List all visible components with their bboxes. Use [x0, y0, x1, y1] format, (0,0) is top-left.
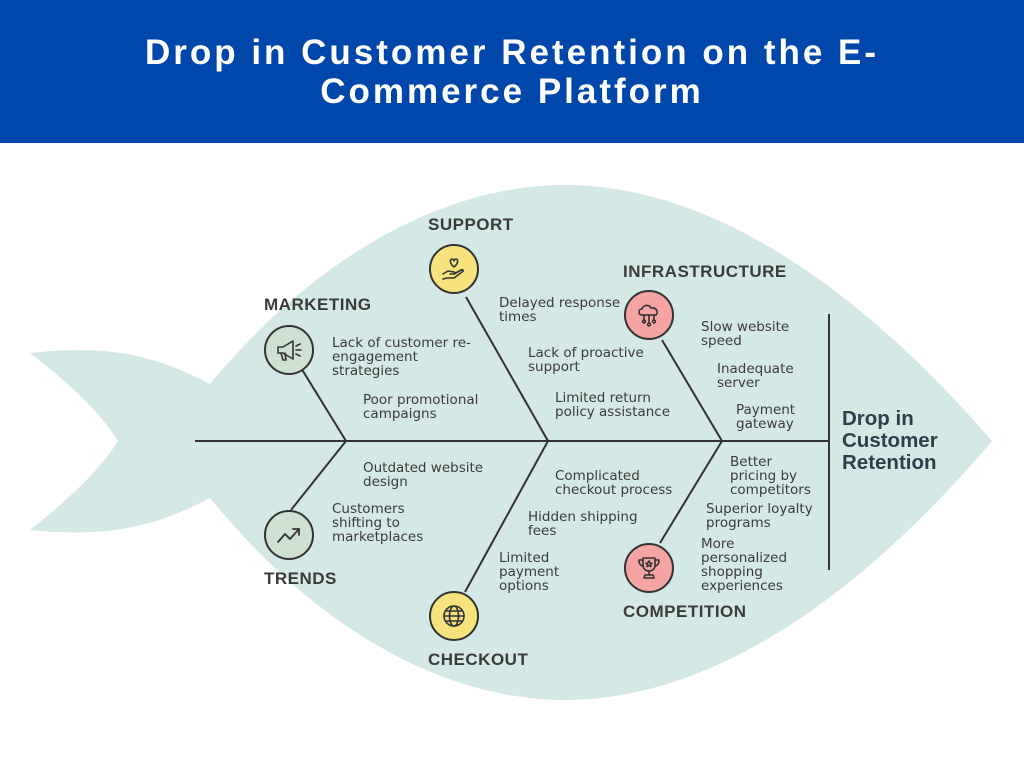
trophy-icon	[624, 543, 674, 593]
cause-checkout-1: Complicated checkout process	[555, 468, 673, 498]
category-competition: COMPETITION	[623, 602, 747, 621]
category-support: SUPPORT	[428, 215, 514, 234]
cause-marketing-2: Poor promotional campaigns	[363, 392, 479, 422]
category-checkout: CHECKOUT	[428, 650, 529, 669]
heart-hand-icon	[429, 244, 479, 294]
bone-competition	[659, 440, 723, 544]
bone-trends	[290, 440, 347, 511]
effect-label: Drop in Customer Retention	[842, 407, 938, 474]
cause-support-2: Lack of proactive support	[528, 345, 644, 375]
cloud-network-icon	[624, 290, 674, 340]
category-marketing: MARKETING	[264, 295, 372, 314]
cause-support-3: Limited return policy assistance	[555, 390, 671, 420]
cause-infrastructure-2: Inadequate server	[717, 361, 794, 391]
cause-checkout-2: Hidden shipping fees	[528, 509, 638, 539]
page-title: Drop in Customer Retention on the E-Comm…	[144, 32, 880, 111]
cause-competition-2: Superior loyalty programs	[706, 501, 813, 531]
cause-trends-2: Customers shifting to marketplaces	[332, 501, 424, 545]
trend-up-icon	[264, 510, 314, 560]
bone-support	[465, 296, 549, 442]
cause-infrastructure-1: Slow website speed	[701, 319, 790, 349]
bone-infrastructure	[661, 339, 723, 442]
cause-checkout-3: Limited payment options	[499, 550, 560, 594]
fish-body	[30, 185, 992, 700]
cause-support-1: Delayed response times	[499, 295, 621, 325]
cause-competition-1: Better pricing by competitors	[730, 454, 811, 498]
cause-marketing-1: Lack of customer re-engagement strategie…	[332, 335, 471, 379]
globe-icon	[429, 591, 479, 641]
category-infrastructure: INFRASTRUCTURE	[623, 262, 787, 281]
category-trends: TRENDS	[264, 569, 337, 588]
cause-trends-1: Outdated website design	[363, 460, 484, 490]
bone-checkout	[464, 440, 549, 593]
header-banner: Drop in Customer Retention on the E-Comm…	[0, 0, 1024, 143]
cause-competition-3: More personalized shopping experiences	[701, 536, 788, 594]
cause-infrastructure-3: Payment gateway	[736, 402, 796, 432]
megaphone-icon	[264, 325, 314, 375]
